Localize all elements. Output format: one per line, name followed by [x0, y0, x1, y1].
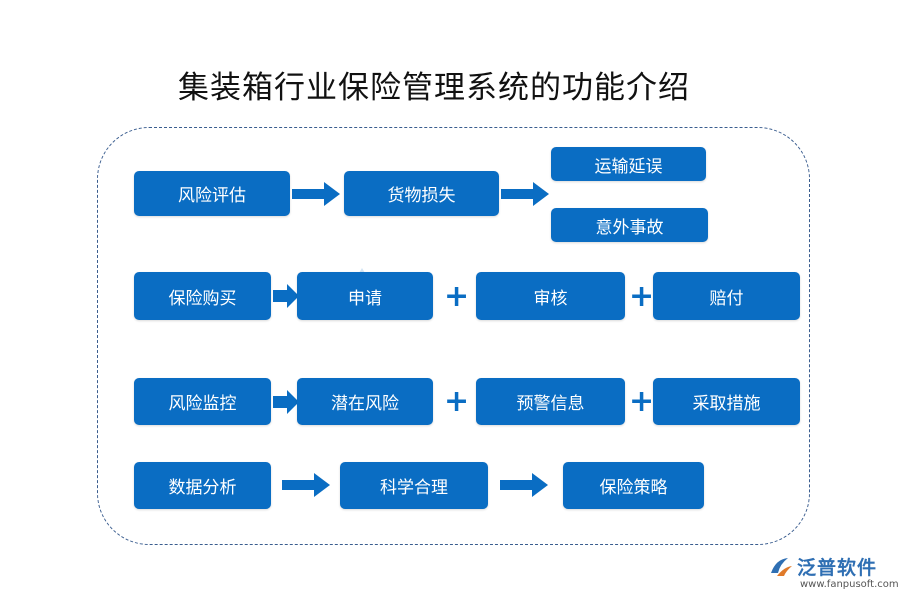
node-cargo-loss: 货物损失 [344, 171, 499, 216]
node-risk-monitoring: 风险监控 [134, 378, 271, 425]
node-warning-info: 预警信息 [476, 378, 625, 425]
arrow-right-icon [500, 473, 548, 497]
node-accident: 意外事故 [551, 208, 708, 242]
node-insurance-strategy: 保险策略 [563, 462, 704, 509]
node-apply: 申请 [297, 272, 433, 320]
page-title: 集装箱行业保险管理系统的功能介绍 [178, 70, 690, 106]
brand-logo: 泛普软件 [768, 553, 877, 580]
node-potential-risk: 潜在风险 [297, 378, 433, 425]
dashed-frame [97, 127, 810, 545]
arrow-right-icon [273, 390, 299, 414]
brand-mark-icon [771, 557, 792, 576]
node-risk-assessment: 风险评估 [134, 171, 290, 216]
arrow-right-icon [292, 182, 340, 206]
brand-url: www.fanpusoft.com [800, 579, 899, 590]
arrow-right-icon [273, 284, 299, 308]
node-review: 审核 [476, 272, 625, 320]
plus-icon: + [444, 279, 470, 314]
plus-icon: + [444, 384, 470, 419]
arrow-right-icon [282, 473, 330, 497]
plus-icon: + [629, 279, 655, 314]
arrow-right-icon [501, 182, 549, 206]
node-insurance-purchase: 保险购买 [134, 272, 271, 320]
node-scientific-reasonable: 科学合理 [340, 462, 488, 509]
node-compensation: 赔付 [653, 272, 800, 320]
plus-icon: + [629, 384, 655, 419]
brand-name: 泛普软件 [797, 557, 878, 579]
node-take-measures: 采取措施 [653, 378, 800, 425]
node-data-analysis: 数据分析 [134, 462, 271, 509]
node-transport-delay: 运输延误 [551, 147, 706, 181]
